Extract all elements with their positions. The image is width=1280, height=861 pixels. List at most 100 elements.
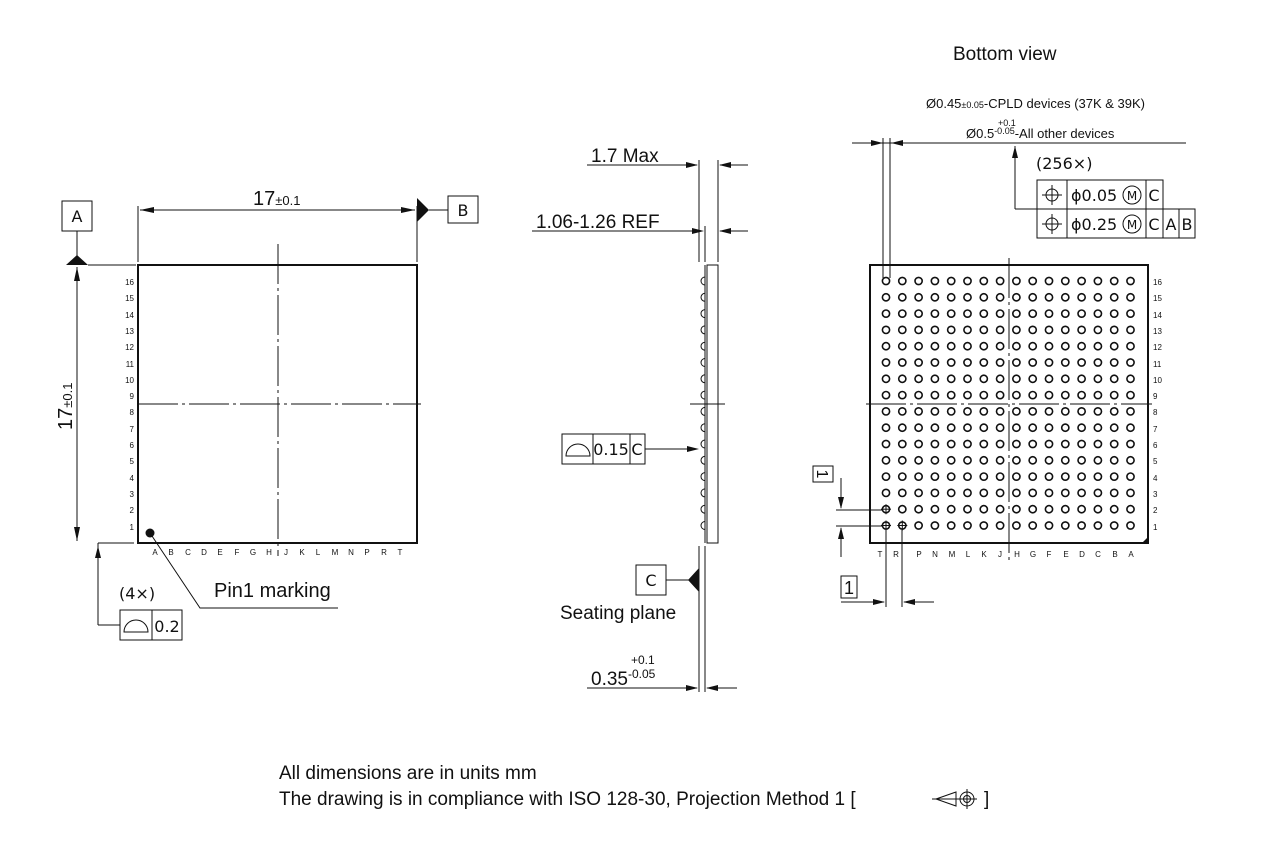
solder-ball xyxy=(1028,455,1038,465)
solder-ball xyxy=(963,521,972,530)
svg-text:ϕ0.25: ϕ0.25 xyxy=(1071,215,1117,234)
solder-ball xyxy=(1093,276,1103,286)
svg-text:E: E xyxy=(1063,550,1068,559)
solder-ball xyxy=(914,374,923,384)
solder-ball xyxy=(1028,309,1038,318)
solder-ball xyxy=(930,406,940,416)
svg-text:7: 7 xyxy=(130,425,135,434)
svg-text:4: 4 xyxy=(1153,474,1158,483)
svg-text:-0.05: -0.05 xyxy=(628,667,656,681)
solder-ball xyxy=(1044,341,1054,351)
top-row-labels: 16 15 14 13 12 11 10 9 8 7 6 5 4 3 2 1 xyxy=(125,278,134,532)
solder-ball xyxy=(979,390,989,400)
solder-ball xyxy=(914,504,923,514)
svg-text:G: G xyxy=(250,548,256,557)
height-max-dimension: 1.7 Max xyxy=(591,146,659,167)
solder-ball xyxy=(897,358,907,367)
position-icon xyxy=(1042,214,1062,234)
solder-ball xyxy=(1060,423,1070,433)
solder-ball-side xyxy=(700,472,706,482)
solder-ball xyxy=(1060,358,1070,367)
svg-text:A: A xyxy=(1128,550,1134,559)
solder-ball xyxy=(1126,423,1135,433)
position-tolerance-frame: ϕ0.05 M C ϕ0.25 M C A B xyxy=(1036,179,1196,239)
solder-ball xyxy=(995,488,1005,498)
solder-ball xyxy=(1093,325,1103,335)
solder-ball xyxy=(995,358,1005,367)
solder-ball xyxy=(995,390,1005,400)
solder-ball xyxy=(1028,325,1038,335)
solder-ball xyxy=(897,439,907,449)
pin1-label: Pin1 marking xyxy=(214,580,331,602)
svg-text:A: A xyxy=(152,548,158,557)
solder-ball xyxy=(1077,292,1086,302)
solder-ball xyxy=(979,455,989,465)
svg-text:14: 14 xyxy=(125,311,134,320)
first-angle-projection-icon xyxy=(932,789,977,809)
solder-ball xyxy=(1012,439,1021,449)
solder-ball xyxy=(914,455,923,465)
solder-ball xyxy=(946,325,956,335)
solder-ball xyxy=(946,439,956,449)
solder-ball xyxy=(914,325,923,335)
solder-ball xyxy=(946,292,956,302)
solder-ball xyxy=(946,472,956,481)
position-count: (256×) xyxy=(1036,154,1092,173)
svg-text:16: 16 xyxy=(125,278,134,287)
solder-ball xyxy=(979,504,989,514)
ball-diameter-other: Ø0.5-0.05-All other devices xyxy=(966,126,1115,141)
solder-ball-side xyxy=(700,309,706,319)
solder-ball xyxy=(897,472,907,481)
datum-a-triangle xyxy=(66,255,88,265)
pitch-v-box xyxy=(812,465,834,483)
solder-ball xyxy=(1077,488,1086,498)
solder-ball xyxy=(995,455,1005,465)
svg-text:N: N xyxy=(348,548,354,557)
solder-ball xyxy=(1077,390,1086,400)
ball-grid xyxy=(881,276,1135,531)
solder-ball xyxy=(1109,439,1119,449)
solder-ball xyxy=(1077,325,1086,335)
solder-ball xyxy=(946,341,956,351)
solder-ball xyxy=(897,276,907,286)
solder-ball xyxy=(963,423,972,433)
svg-text:D: D xyxy=(201,548,207,557)
solder-ball xyxy=(979,276,989,286)
svg-text:J: J xyxy=(998,550,1002,559)
solder-ball xyxy=(881,292,891,302)
solder-ball xyxy=(930,276,940,286)
solder-ball xyxy=(930,472,940,481)
solder-ball xyxy=(1126,390,1135,400)
solder-ball xyxy=(1044,488,1054,498)
datum-b-box xyxy=(447,195,479,224)
ball-height-dimension: 0.35 xyxy=(591,669,628,690)
svg-text:+0.1: +0.1 xyxy=(631,653,655,667)
solder-ball xyxy=(897,504,907,514)
solder-ball xyxy=(881,439,891,449)
solder-ball xyxy=(897,423,907,433)
solder-ball xyxy=(1012,309,1021,318)
solder-ball xyxy=(979,325,989,335)
top-view: Pin1 marking 17±0.1 B A 17±0.1 (4×) xyxy=(55,188,479,641)
solder-ball xyxy=(1109,504,1119,514)
solder-ball xyxy=(930,423,940,433)
solder-ball xyxy=(1077,439,1086,449)
svg-text:ϕ0.05: ϕ0.05 xyxy=(1071,186,1117,205)
solder-ball xyxy=(1028,406,1038,416)
svg-text:C: C xyxy=(1148,215,1159,234)
solder-ball-side xyxy=(700,406,706,416)
solder-ball xyxy=(914,390,923,400)
solder-ball xyxy=(1028,358,1038,367)
solder-ball xyxy=(963,406,972,416)
solder-ball xyxy=(930,504,940,514)
svg-text:15: 15 xyxy=(125,294,134,303)
svg-text:0.15: 0.15 xyxy=(593,440,629,459)
side-view: 1.7 Max 1.06-1.26 REF 0.15 C C Seating p… xyxy=(532,146,748,692)
solder-ball xyxy=(995,325,1005,335)
solder-ball xyxy=(1093,374,1103,384)
solder-ball xyxy=(1093,521,1103,530)
svg-text:M: M xyxy=(1127,189,1137,203)
flatness-count: (4×) xyxy=(119,584,155,603)
solder-ball-side xyxy=(700,341,706,351)
solder-ball xyxy=(930,325,940,335)
